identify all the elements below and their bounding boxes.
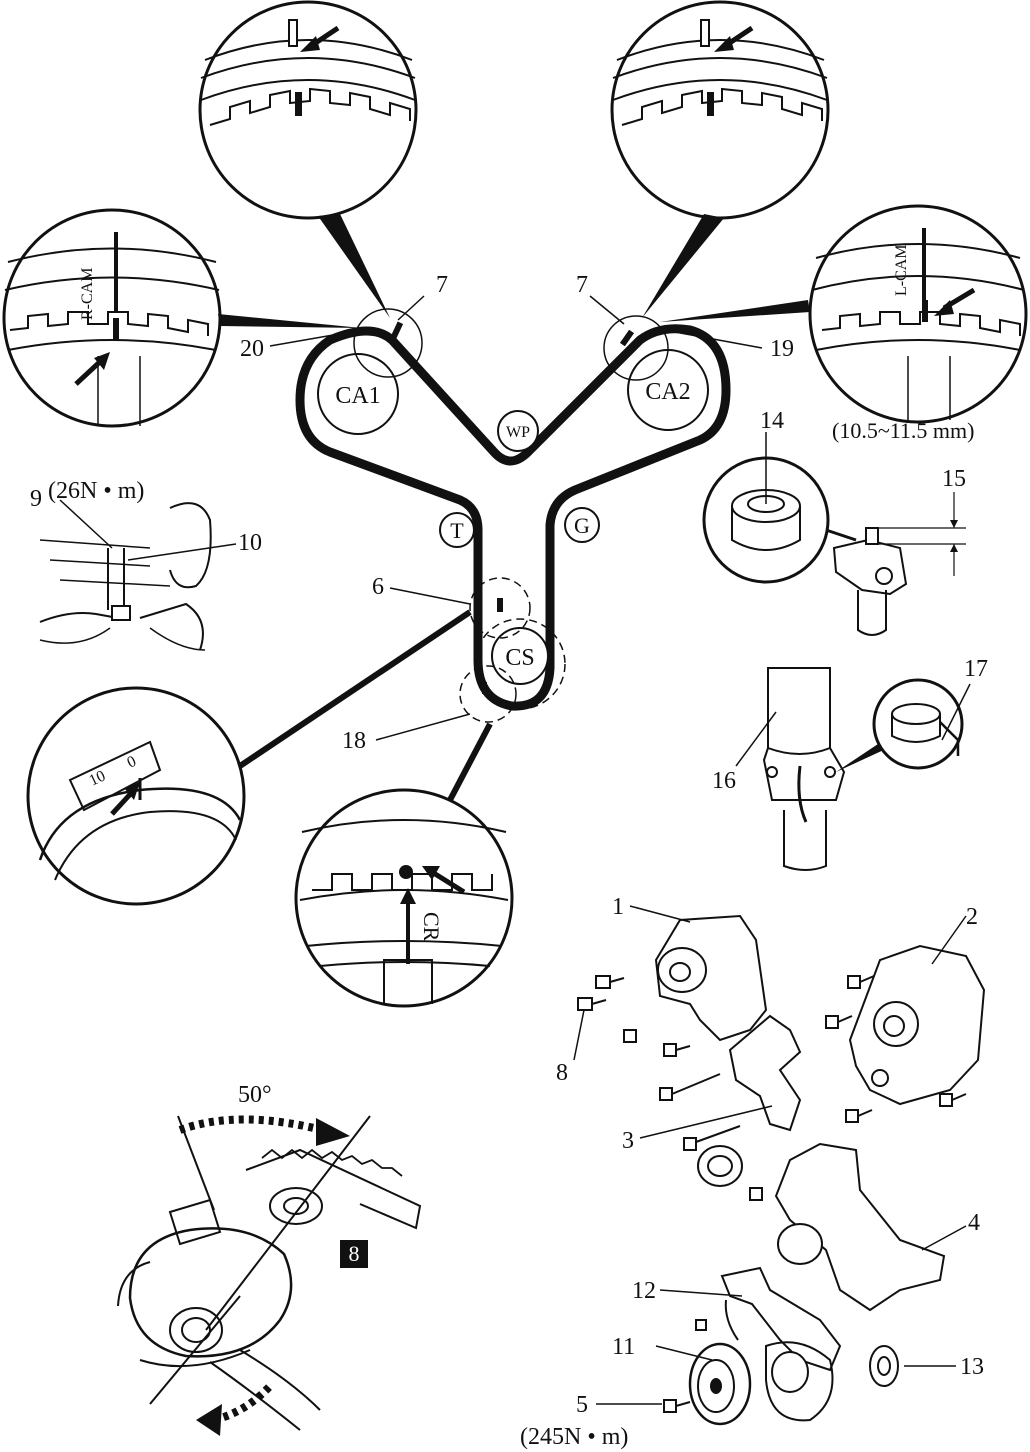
leader-4 xyxy=(921,1225,967,1251)
part-1-cover xyxy=(654,914,768,1042)
tensioner-label: T xyxy=(450,518,464,543)
callout-13: 13 xyxy=(960,1354,984,1380)
leader-11 xyxy=(655,1345,713,1361)
rotation-detail xyxy=(117,1115,422,1436)
part-idler-pulley xyxy=(697,1145,743,1187)
leader-1 xyxy=(629,905,691,923)
part-4-bracket xyxy=(774,1142,946,1312)
callout-1: 1 xyxy=(612,894,624,920)
crank-pulley: CS xyxy=(491,627,549,685)
part-11-crank-pulley xyxy=(688,1341,834,1426)
cam1-mark-circle xyxy=(353,308,423,378)
main-leaders xyxy=(269,295,763,741)
idler-pulley: G xyxy=(564,507,600,543)
part-12-guide xyxy=(720,1266,842,1372)
tensioner-pulley-detail xyxy=(702,432,830,584)
boxed-label-8: 8 xyxy=(349,1241,360,1266)
tensioner-adjuster xyxy=(735,667,846,871)
cam2-mark-circle xyxy=(603,315,669,381)
leader-12 xyxy=(659,1289,743,1297)
cam1-mark xyxy=(390,321,404,339)
bolts xyxy=(577,975,967,1413)
crank-outer-circle xyxy=(474,618,566,710)
detail-circle-adjuster xyxy=(872,678,971,770)
cam2-mark xyxy=(619,329,635,347)
cam-pulley-1: CA1 xyxy=(317,353,399,435)
adjuster-leader-wedge xyxy=(836,740,888,772)
belt-mark xyxy=(497,598,503,612)
callout-20: 20 xyxy=(240,336,264,362)
crank-mark xyxy=(482,682,487,694)
callout-16: 16 xyxy=(712,768,736,794)
leader-cr xyxy=(447,722,493,802)
angle-50: 50° xyxy=(238,1082,272,1108)
torque-26: (26N • m) xyxy=(48,478,144,504)
leader-3 xyxy=(639,1105,773,1139)
detail-circle-left-cam: L-CAM xyxy=(808,204,1028,424)
callout-19: 19 xyxy=(770,336,794,362)
l-cam-label: L-CAM xyxy=(893,244,910,296)
detail-circle-top-left xyxy=(198,0,418,220)
callout-4: 4 xyxy=(968,1210,980,1236)
part-2-rear-cover xyxy=(848,944,986,1106)
water-pump-label: WP xyxy=(506,424,530,441)
cam-pulley-2: CA2 xyxy=(627,349,709,431)
leader-wedge-left-cam xyxy=(660,300,810,322)
callout-18: 18 xyxy=(342,728,366,754)
leader-scale xyxy=(232,609,472,773)
callout-8: 8 xyxy=(556,1060,568,1086)
tensioner-leader xyxy=(825,528,857,542)
boxed-label-box xyxy=(340,1240,368,1268)
belt-mark-circle xyxy=(469,577,531,639)
callout-12: 12 xyxy=(632,1278,656,1304)
tensioner-bracket xyxy=(832,492,966,636)
crank-mark-circle xyxy=(459,665,517,723)
part-13-washer xyxy=(869,1345,899,1387)
crank-label: CS xyxy=(505,645,534,671)
callout-6: 6 xyxy=(372,574,384,600)
water-pump-pulley: WP xyxy=(497,410,539,452)
leader-wedge-right-cam xyxy=(218,314,362,328)
callout-5: 5 xyxy=(576,1392,588,1418)
detail-circle-top-right xyxy=(610,0,830,220)
tensioner-pulley: T xyxy=(439,512,475,548)
detail-circle-crank-cr: CR xyxy=(294,788,514,1008)
leader-wedge-top-right xyxy=(642,214,724,318)
idler-label: G xyxy=(574,513,590,538)
cr-label: CR xyxy=(419,912,444,942)
callout-7-right: 7 xyxy=(576,272,588,298)
scale-10: 10 xyxy=(87,767,109,789)
callout-17: 17 xyxy=(964,656,988,682)
detail-circle-crank-scale: 10 0 xyxy=(26,686,246,906)
callout-3: 3 xyxy=(622,1128,634,1154)
callout-10: 10 xyxy=(238,530,262,556)
timing-belt xyxy=(295,324,731,711)
torque-tool-sketch xyxy=(39,499,237,651)
gap-spec: (10.5~11.5 mm) xyxy=(832,418,974,443)
torque-245: (245N • m) xyxy=(520,1424,628,1450)
part-3-plate xyxy=(728,1014,802,1132)
r-cam-label: R-CAM xyxy=(79,268,96,320)
callout-15: 15 xyxy=(942,466,966,492)
callout-7-left: 7 xyxy=(436,272,448,298)
callout-14: 14 xyxy=(760,408,784,434)
callout-11: 11 xyxy=(612,1334,635,1360)
leader-wedge-top-left xyxy=(318,214,390,318)
callout-9: 9 xyxy=(30,486,42,512)
leader-8 xyxy=(573,1009,585,1061)
cam-pulley-2-label: CA2 xyxy=(645,379,690,405)
cam-pulley-1-label: CA1 xyxy=(335,383,380,409)
detail-circle-right-cam: R-CAM xyxy=(2,208,222,428)
callout-2: 2 xyxy=(966,904,978,930)
leader-2 xyxy=(931,915,967,965)
